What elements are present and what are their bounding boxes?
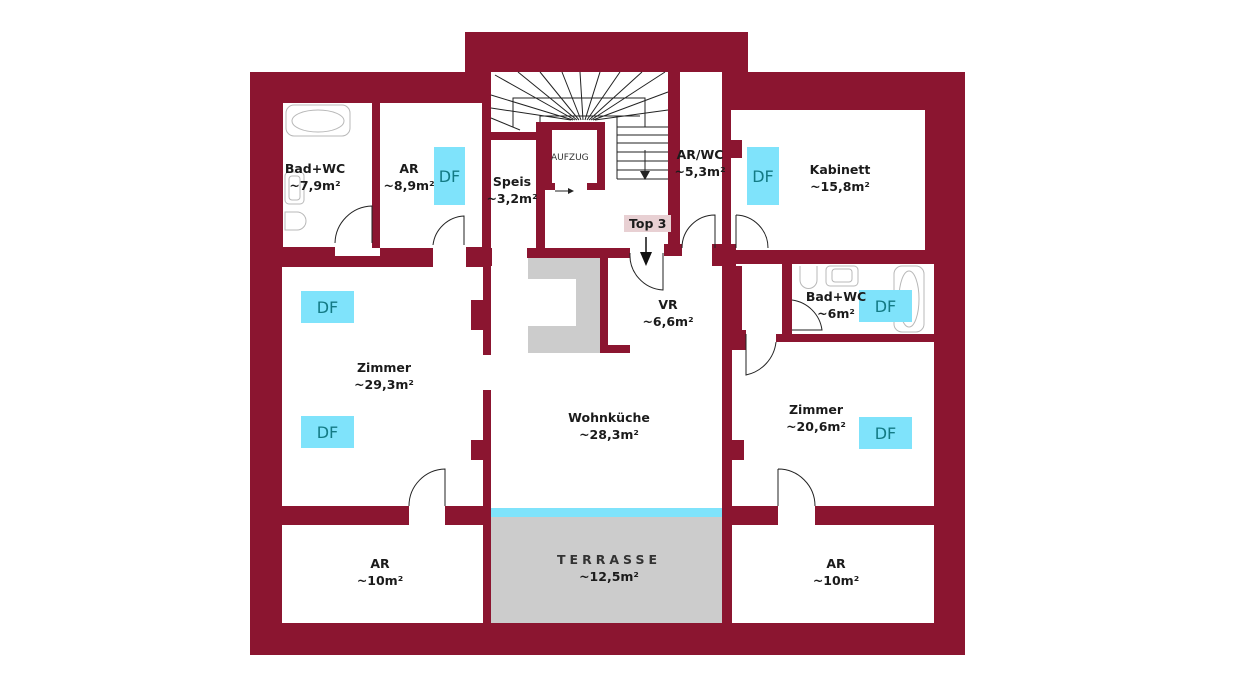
entrance-arrow-icon [640, 237, 652, 266]
room-name: VR [658, 297, 678, 312]
elevator-arrow-icon [555, 188, 574, 194]
room-label-zimmer-left: Zimmer ~29,3m² [354, 359, 414, 393]
interior-walls [250, 72, 965, 640]
room-name: Bad+WC [805, 289, 867, 304]
stair-arrow-icon [640, 150, 650, 180]
room-area: ~6m² [817, 306, 855, 321]
room-label-vr: VR ~6,6m² [642, 296, 693, 330]
room-name: AR [370, 556, 390, 571]
skylight-label: DF [316, 297, 339, 317]
skylight-marker: DF [301, 416, 354, 448]
room-label-wohnkueche: Wohnküche ~28,3m² [568, 409, 650, 443]
bathtub-icon [285, 104, 351, 137]
room-name: AR [399, 161, 419, 176]
room-area: ~5,3m² [674, 164, 726, 179]
room-name: Zimmer [788, 402, 844, 417]
room-area: ~3,2m² [486, 191, 538, 206]
toilet-icon [284, 211, 307, 231]
room-area: ~8,9m² [383, 178, 435, 193]
skylight-marker: DF [747, 147, 779, 205]
door-swing [777, 468, 816, 507]
room-area: ~7,9m² [289, 178, 341, 193]
room-name: Kabinett [809, 162, 871, 177]
sanitary-fixtures [284, 104, 925, 333]
room-label-ar-bottom-right: AR ~10m² [813, 555, 859, 589]
room-label-bad-wc-right: Bad+WC ~6m² [806, 288, 866, 322]
room-area: ~29,3m² [354, 377, 414, 392]
skylight-label: DF [438, 166, 461, 186]
door-swing [791, 299, 823, 331]
skylight-label: DF [874, 423, 897, 443]
door-swing [432, 215, 465, 246]
terrace-window [491, 508, 722, 517]
skylight-label: DF [874, 296, 897, 316]
room-name: Speis [492, 174, 532, 189]
skylight-marker: DF [859, 417, 912, 449]
room-label-speis: Speis ~3,2m² [486, 173, 537, 207]
door-swing [745, 334, 777, 376]
room-area: ~15,8m² [810, 179, 870, 194]
room-area: ~10m² [812, 573, 860, 588]
room-name: Bad+WC [284, 161, 346, 176]
skylight-marker: DF [434, 147, 465, 205]
room-label-ar-wc: AR/WC ~5,3m² [674, 146, 725, 180]
door-swing [408, 468, 446, 507]
room-label-terrasse: TERRASSE ~12,5m² [557, 551, 661, 585]
door-swing [735, 214, 769, 249]
sink-icon [825, 265, 859, 287]
room-area: ~10m² [356, 573, 404, 588]
sink-icon [284, 171, 305, 205]
room-name: Zimmer [356, 360, 412, 375]
room-name: AR/WC [676, 147, 724, 162]
room-interiors [282, 72, 934, 623]
room-label-kabinett: Kabinett ~15,8m² [810, 161, 871, 195]
room-name: TERRASSE [557, 552, 661, 567]
room-name: AR [826, 556, 846, 571]
staircase [490, 71, 669, 180]
room-area: ~6,6m² [642, 314, 694, 329]
skylight-marker: DF [301, 291, 354, 323]
door-swing [681, 214, 716, 249]
room-label-bad-wc-left: Bad+WC ~7,9m² [285, 160, 345, 194]
entrance-tag: Top 3 [624, 215, 672, 232]
room-label-ar-bottom-left: AR ~10m² [357, 555, 403, 589]
skylight-label: DF [752, 166, 774, 186]
door-swing [629, 252, 664, 291]
room-label-zimmer-right: Zimmer ~20,6m² [786, 401, 846, 435]
chimney-notch [528, 279, 576, 326]
room-name: Wohnküche [568, 410, 650, 425]
toilet-icon [799, 266, 818, 289]
door-swings [334, 205, 823, 507]
room-label-ar-top: AR ~8,9m² [383, 160, 434, 194]
room-area: ~28,3m² [579, 427, 639, 442]
door-swing [334, 205, 373, 244]
room-area: ~20,6m² [786, 419, 846, 434]
elevator-label: AUFZUG [551, 153, 589, 163]
room-area: ~12,5m² [579, 569, 639, 584]
skylight-label: DF [316, 422, 339, 442]
terrace-floor [491, 517, 722, 623]
skylight-marker: DF [859, 290, 912, 322]
